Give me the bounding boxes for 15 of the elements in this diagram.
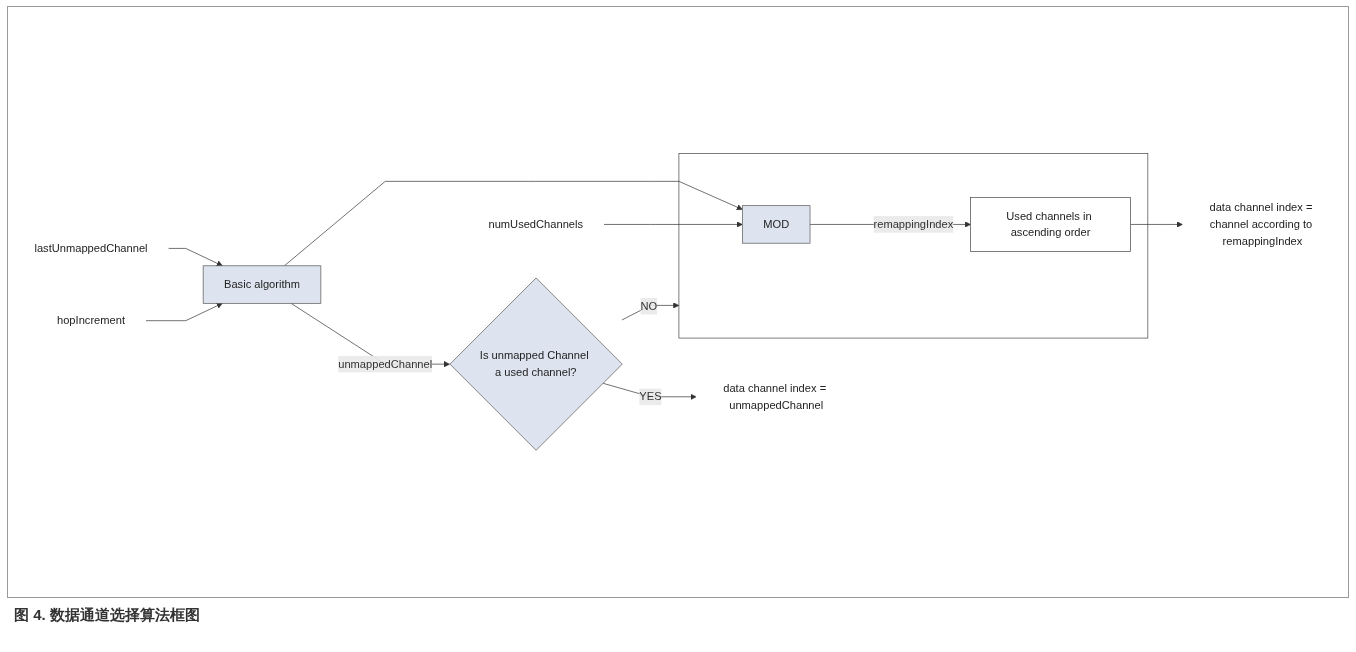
node-text: data channel index = unmappedChannel bbox=[723, 382, 827, 411]
figure-caption: 图 4. 数据通道选择算法框图 bbox=[14, 606, 201, 625]
edge-label: NO bbox=[640, 300, 658, 312]
edge-label: YES bbox=[639, 390, 662, 403]
node-text: lastUnmappedChannel bbox=[34, 242, 148, 255]
node-box: Basic algorithm bbox=[202, 265, 322, 304]
node-text: data channel index = channel according to remappingIndex bbox=[1209, 201, 1313, 247]
node-box: MOD bbox=[742, 205, 811, 244]
node-text: numUsedChannels bbox=[488, 218, 584, 231]
node-diamond: Is unmapped Channel a used channel? bbox=[449, 277, 623, 451]
edge-label: unmappedChannel bbox=[338, 357, 433, 370]
node-box: Used channels in ascending order bbox=[970, 197, 1131, 252]
node-text: hopIncrement bbox=[57, 314, 125, 327]
edge-label: remappingIndex bbox=[873, 218, 954, 231]
cluster bbox=[678, 153, 1149, 339]
